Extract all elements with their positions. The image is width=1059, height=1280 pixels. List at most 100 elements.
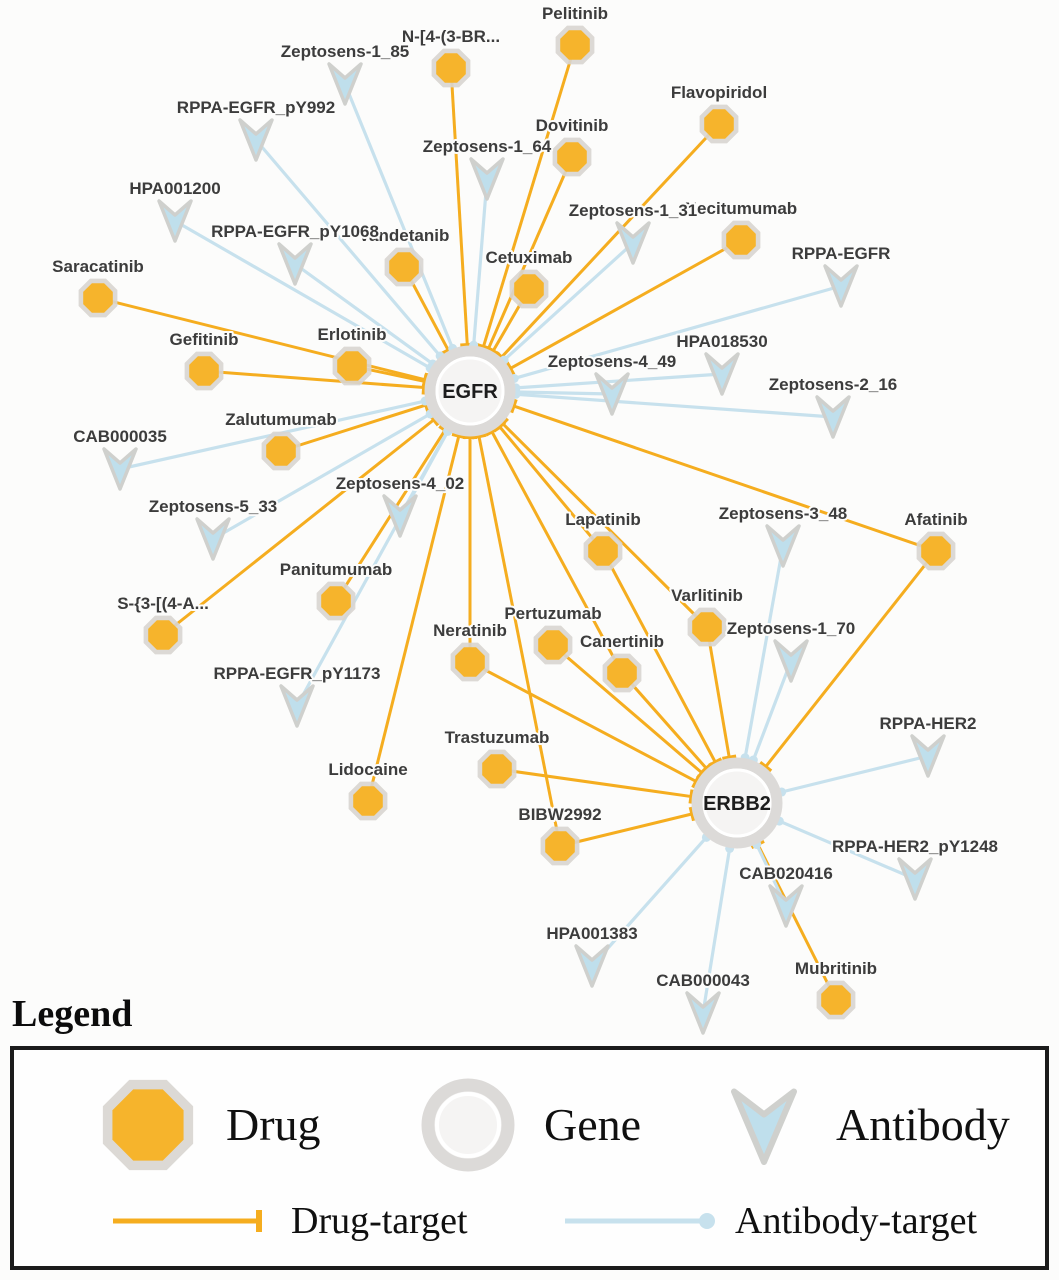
- gene-node-erbb2: ERBB2: [691, 757, 783, 849]
- antibody-node-cab020416: CAB020416: [737, 862, 835, 928]
- node-label-rppa-her2: RPPA-HER2: [880, 714, 977, 733]
- node-label-rppa-egfr-py1068: RPPA-EGFR_pY1068: [211, 222, 379, 241]
- edge-zeptosens-1-64-egfr: [469, 178, 489, 350]
- antibody-chevron: [704, 352, 740, 396]
- node-label-panitumumab: Panitumumab: [280, 560, 392, 579]
- antibody-chevron: [897, 857, 933, 901]
- node-label-cab020416: CAB020416: [739, 864, 833, 883]
- antibody-chevron: [238, 118, 274, 162]
- edge-necitumumab-egfr: [505, 238, 742, 376]
- drug-node-erlotinib: Erlotinib: [316, 323, 388, 386]
- drug-octagon: [514, 274, 544, 304]
- node-label-afatinib: Afatinib: [904, 510, 967, 529]
- antibody-node-cab000043: CAB000043: [654, 969, 752, 1035]
- drug-octagon: [538, 630, 568, 660]
- antibody-chevron: [594, 372, 630, 416]
- antibody-node-hpa001383: HPA001383: [544, 922, 640, 988]
- gene-node-icon: [421, 1078, 515, 1172]
- drug-node-varlitinib: Varlitinib: [669, 584, 745, 647]
- edge-lapatinib-egfr: [492, 420, 605, 552]
- edge-gefitinib-egfr: [203, 369, 427, 395]
- node-label-vandetanib: Vandetanib: [359, 226, 450, 245]
- node-label-flavopiridol: Flavopiridol: [671, 83, 767, 102]
- drug-node-necitumumab: Necitumumab: [683, 197, 799, 260]
- legend-box: Drug Gene Antibody: [10, 1046, 1049, 1270]
- drug-octagon: [83, 283, 113, 313]
- drug-octagon: [545, 831, 575, 861]
- legend-item-gene: Gene: [418, 1075, 718, 1175]
- drug-octagon: [921, 536, 951, 566]
- legend-edge-row: Drug-target Antibody-target: [14, 1199, 1045, 1243]
- legend-item-antibody-target: Antibody-target: [561, 1199, 977, 1243]
- antibody-node-zeptosens-1-64: Zeptosens-1_64: [421, 135, 554, 201]
- node-label-gefitinib: Gefitinib: [170, 330, 239, 349]
- node-label-hpa018530: HPA018530: [676, 332, 767, 351]
- antibody-node-rppa-egfr-py1173: RPPA-EGFR_pY1173: [212, 662, 382, 728]
- node-label-rppa-egfr-py992: RPPA-EGFR_pY992: [177, 98, 335, 117]
- drug-node-neratinib: Neratinib: [431, 619, 509, 682]
- drug-octagon: [436, 53, 466, 83]
- drug-node-mubritinib: Mubritinib: [793, 957, 879, 1020]
- edge-afatinib-egfr: [509, 398, 937, 553]
- antibody-node-rppa-egfr-py992: RPPA-EGFR_pY992: [175, 96, 337, 162]
- antibody-node-zeptosens-4-02: Zeptosens-4_02: [334, 472, 466, 538]
- node-label-zeptosens-3-48: Zeptosens-3_48: [719, 504, 848, 523]
- edge-flavopiridol-egfr: [494, 122, 721, 364]
- drug-node-vandetanib: Vandetanib: [357, 224, 451, 287]
- node-label-dovitinib: Dovitinib: [536, 116, 609, 135]
- antibody-node-hpa018530: HPA018530: [674, 330, 770, 396]
- antibody-node-zeptosens-3-48: Zeptosens-3_48: [717, 502, 849, 568]
- antibody-node-rppa-her2-py1248: RPPA-HER2_pY1248: [830, 835, 1000, 901]
- edge-zeptosens-3-48-erbb2: [740, 545, 785, 763]
- legend-antibody-label: Antibody: [836, 1099, 1010, 1151]
- antibody-node-zeptosens-1-85: Zeptosens-1_85: [279, 40, 411, 106]
- edge-n43br-egfr: [449, 67, 475, 348]
- node-label-hpa001200: HPA001200: [129, 179, 220, 198]
- node-label-rppa-egfr: RPPA-EGFR: [792, 244, 891, 263]
- drug-node-bibw2992: BIBW2992: [516, 803, 604, 866]
- legend-item-antibody: Antibody: [718, 1081, 1010, 1169]
- drug-target-edge-icon: [113, 1210, 262, 1233]
- node-label-neratinib: Neratinib: [433, 621, 507, 640]
- node-label-s34a: S-{3-[(4-A...: [117, 594, 209, 613]
- drug-octagon: [148, 620, 178, 650]
- node-label-egfr: EGFR: [442, 381, 498, 403]
- node-label-zeptosens-1-64: Zeptosens-1_64: [423, 137, 552, 156]
- antibody-chevron: [574, 944, 610, 988]
- legend-item-drug: Drug: [96, 1073, 418, 1177]
- node-label-bibw2992: BIBW2992: [518, 805, 601, 824]
- antibody-node-zeptosens-5-33: Zeptosens-5_33: [147, 495, 279, 561]
- edge-afatinib-erbb2: [758, 550, 938, 773]
- antibody-chevron: [768, 884, 804, 928]
- legend-gene-label: Gene: [544, 1099, 642, 1151]
- edge-varlitinib-erbb2: [705, 626, 737, 761]
- antibody-target-edge-icon: [565, 1213, 715, 1230]
- legend-drug-label: Drug: [226, 1099, 321, 1151]
- antibody-node-zeptosens-4-49: Zeptosens-4_49: [546, 350, 678, 416]
- drug-node-pertuzumab: Pertuzumab: [502, 602, 604, 665]
- node-label-canertinib: Canertinib: [580, 632, 664, 651]
- drug-node-flavopiridol: Flavopiridol: [669, 81, 769, 144]
- drug-node-afatinib: Afatinib: [902, 508, 970, 571]
- legend-node-row: Drug Gene Antibody: [14, 1073, 1045, 1177]
- antibody-chevron: [910, 734, 946, 778]
- drug-octagon: [726, 225, 756, 255]
- edge-rppa-her2-erbb2: [777, 754, 929, 797]
- antibody-node-hpa001200: HPA001200: [127, 177, 223, 243]
- drug-octagon: [821, 985, 851, 1015]
- node-label-pelitinib: Pelitinib: [542, 4, 608, 23]
- antibody-node-zeptosens-1-70: Zeptosens-1_70: [725, 617, 857, 683]
- drug-octagon: [560, 30, 590, 60]
- drug-node-gefitinib: Gefitinib: [168, 328, 240, 391]
- drug-octagon: [353, 786, 383, 816]
- node-label-necitumumab: Necitumumab: [685, 199, 797, 218]
- drug-node-panitumumab: Panitumumab: [278, 558, 394, 621]
- legend-title: Legend: [12, 993, 133, 1035]
- node-label-zeptosens-1-31: Zeptosens-1_31: [569, 201, 698, 220]
- node-label-varlitinib: Varlitinib: [671, 586, 743, 605]
- drug-node-trastuzumab: Trastuzumab: [443, 726, 551, 789]
- node-label-n43br: N-[4-(3-BR...: [402, 27, 500, 46]
- antibody-node-zeptosens-2-16: Zeptosens-2_16: [767, 373, 899, 439]
